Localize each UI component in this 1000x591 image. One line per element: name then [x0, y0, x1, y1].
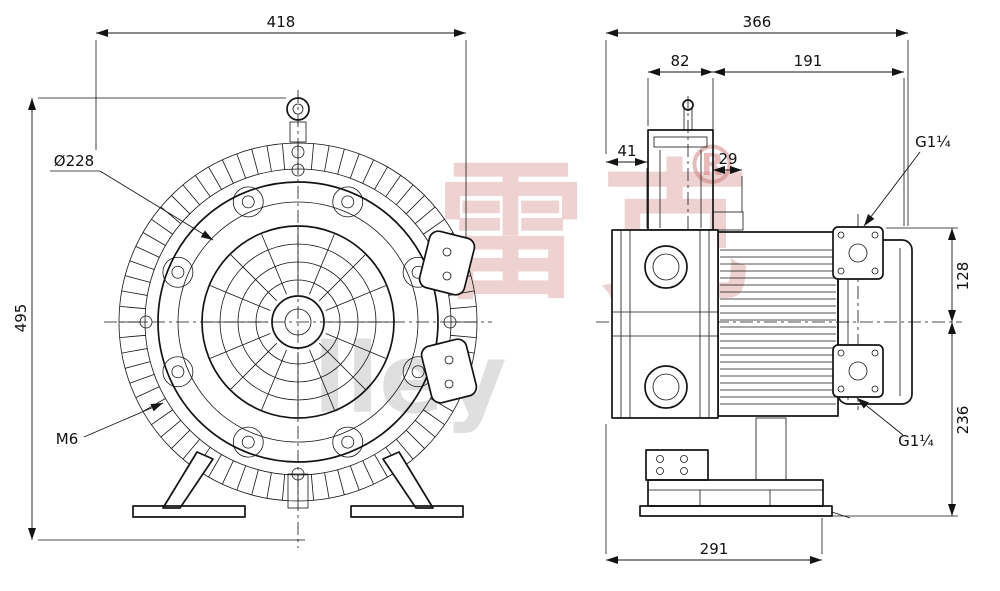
- leader-thread: [83, 402, 164, 438]
- top-step: [712, 211, 744, 231]
- port-pad-bottom: [420, 338, 478, 404]
- base-plate: [639, 479, 851, 519]
- impeller-outer-ring: [201, 225, 395, 419]
- motor-fins: [720, 249, 836, 405]
- dim-366-label: 366: [743, 13, 772, 31]
- dim-495-label: 495: [12, 304, 30, 333]
- side-view: [596, 96, 962, 519]
- leader-port-bottom: [856, 397, 904, 436]
- front-left-foot: [132, 451, 246, 518]
- lifting-eye-hole: [292, 103, 304, 115]
- leader-diameter: [99, 170, 214, 241]
- port-flange-bottom: [832, 344, 884, 398]
- foot-bracket: [645, 449, 709, 481]
- dim-191-label: 191: [794, 52, 823, 70]
- housing-ring: [157, 181, 439, 463]
- front-view-dimensions: 418 495 Ø228 M6: [12, 13, 467, 541]
- dim-418-label: 418: [267, 13, 296, 31]
- pedestal: [755, 417, 787, 481]
- dim-291-label: 291: [700, 540, 729, 558]
- eye-stem: [289, 121, 307, 143]
- shaft-circle: [284, 308, 312, 336]
- bolt-bosses: [162, 186, 434, 458]
- side-view-dimensions: 366 82 191 41 29 128 236 291 G1¼ G1¼: [605, 13, 972, 564]
- watermark-registered-symbol: ®: [685, 134, 739, 197]
- watermark-latin-text: lley: [313, 323, 507, 435]
- dim-thread-label: M6: [56, 430, 79, 448]
- dim-236-label: 236: [954, 406, 972, 435]
- impeller-spokes: [203, 227, 393, 417]
- dim-29-label: 29: [718, 150, 737, 168]
- housing-port-lower: [644, 365, 688, 409]
- dim-41-label: 41: [617, 142, 636, 160]
- dim-diameter-label: Ø228: [54, 152, 94, 170]
- cover-ring: [177, 201, 419, 443]
- cable-tail: [831, 511, 851, 519]
- port-flange-top: [832, 226, 884, 280]
- front-view: [104, 90, 492, 548]
- port-bottom-label: G1¼: [898, 432, 934, 450]
- screw-top: [291, 163, 305, 177]
- port-pad-top: [418, 230, 476, 296]
- dim-82-label: 82: [670, 52, 689, 70]
- front-right-foot: [350, 451, 464, 518]
- bottom-boss: [287, 473, 309, 509]
- screw-right: [443, 315, 457, 329]
- housing-stack: [611, 229, 719, 419]
- port-top-label: G1¼: [915, 133, 951, 151]
- housing-port-upper: [644, 245, 688, 289]
- dim-128-label: 128: [954, 262, 972, 291]
- eye-screw: [291, 145, 305, 159]
- leader-port-top: [863, 151, 921, 227]
- lifting-eye: [286, 97, 310, 121]
- top-pin: [682, 99, 694, 111]
- screw-left: [139, 315, 153, 329]
- hub-circle: [271, 295, 325, 349]
